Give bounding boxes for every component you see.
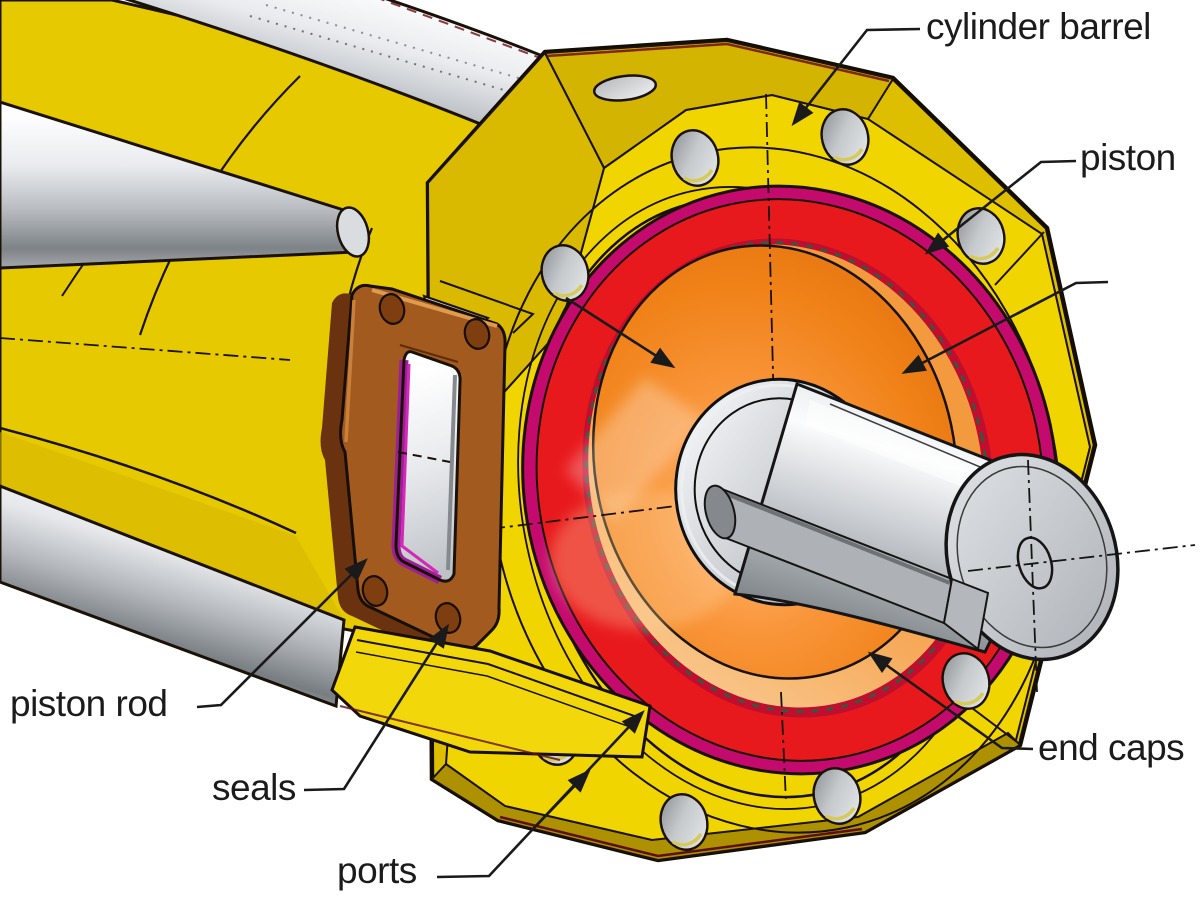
- leader-lines: [196, 27, 1109, 879]
- gland-holes: [361, 293, 491, 634]
- leader-seals: [303, 623, 450, 792]
- barrel-centerline: [0, 337, 291, 361]
- leader-cylinder-barrel: [791, 27, 921, 127]
- leader-piston-rod: [196, 558, 368, 709]
- gland-window: [396, 351, 461, 582]
- rod-centerlines: [967, 459, 1196, 693]
- bolt-hole: [812, 767, 862, 825]
- bolt-hole: [659, 793, 709, 851]
- arrow-bolt-hole-to-piston: [565, 296, 676, 369]
- leader-unlabeled: [901, 280, 1109, 374]
- keyway-end-notch: [942, 577, 990, 651]
- tie-rod-bottom: [0, 484, 346, 709]
- label-piston: piston: [1080, 137, 1176, 178]
- label-cylinder-barrel: cylinder barrel: [926, 6, 1151, 47]
- leader-end-caps: [867, 651, 1034, 751]
- flange-top-facet: [543, 39, 895, 170]
- leader-ports-2: [532, 710, 645, 830]
- piston-rod-shape: [703, 382, 1196, 693]
- label-piston-rod: piston rod: [10, 683, 168, 724]
- tie-rod-middle: [0, 100, 371, 270]
- leader-piston: [924, 159, 1077, 255]
- label-ports: ports: [337, 850, 417, 891]
- bolt-hole: [820, 108, 870, 166]
- flange-bottom-band: [430, 731, 1022, 862]
- tie-rod-end: [335, 206, 371, 258]
- bolt-hole: [670, 129, 720, 187]
- face-centerlines: [489, 93, 787, 803]
- label-end-caps: end caps: [1038, 727, 1185, 768]
- bolt-hole: [956, 207, 1006, 265]
- bolt-hole: [540, 244, 590, 302]
- cut-face-wedge: [330, 625, 652, 761]
- bolt-hole: [941, 652, 991, 710]
- rod-center-mark: [1016, 536, 1054, 590]
- label-seals: seals: [212, 767, 296, 808]
- flange-top-hole: [592, 74, 658, 102]
